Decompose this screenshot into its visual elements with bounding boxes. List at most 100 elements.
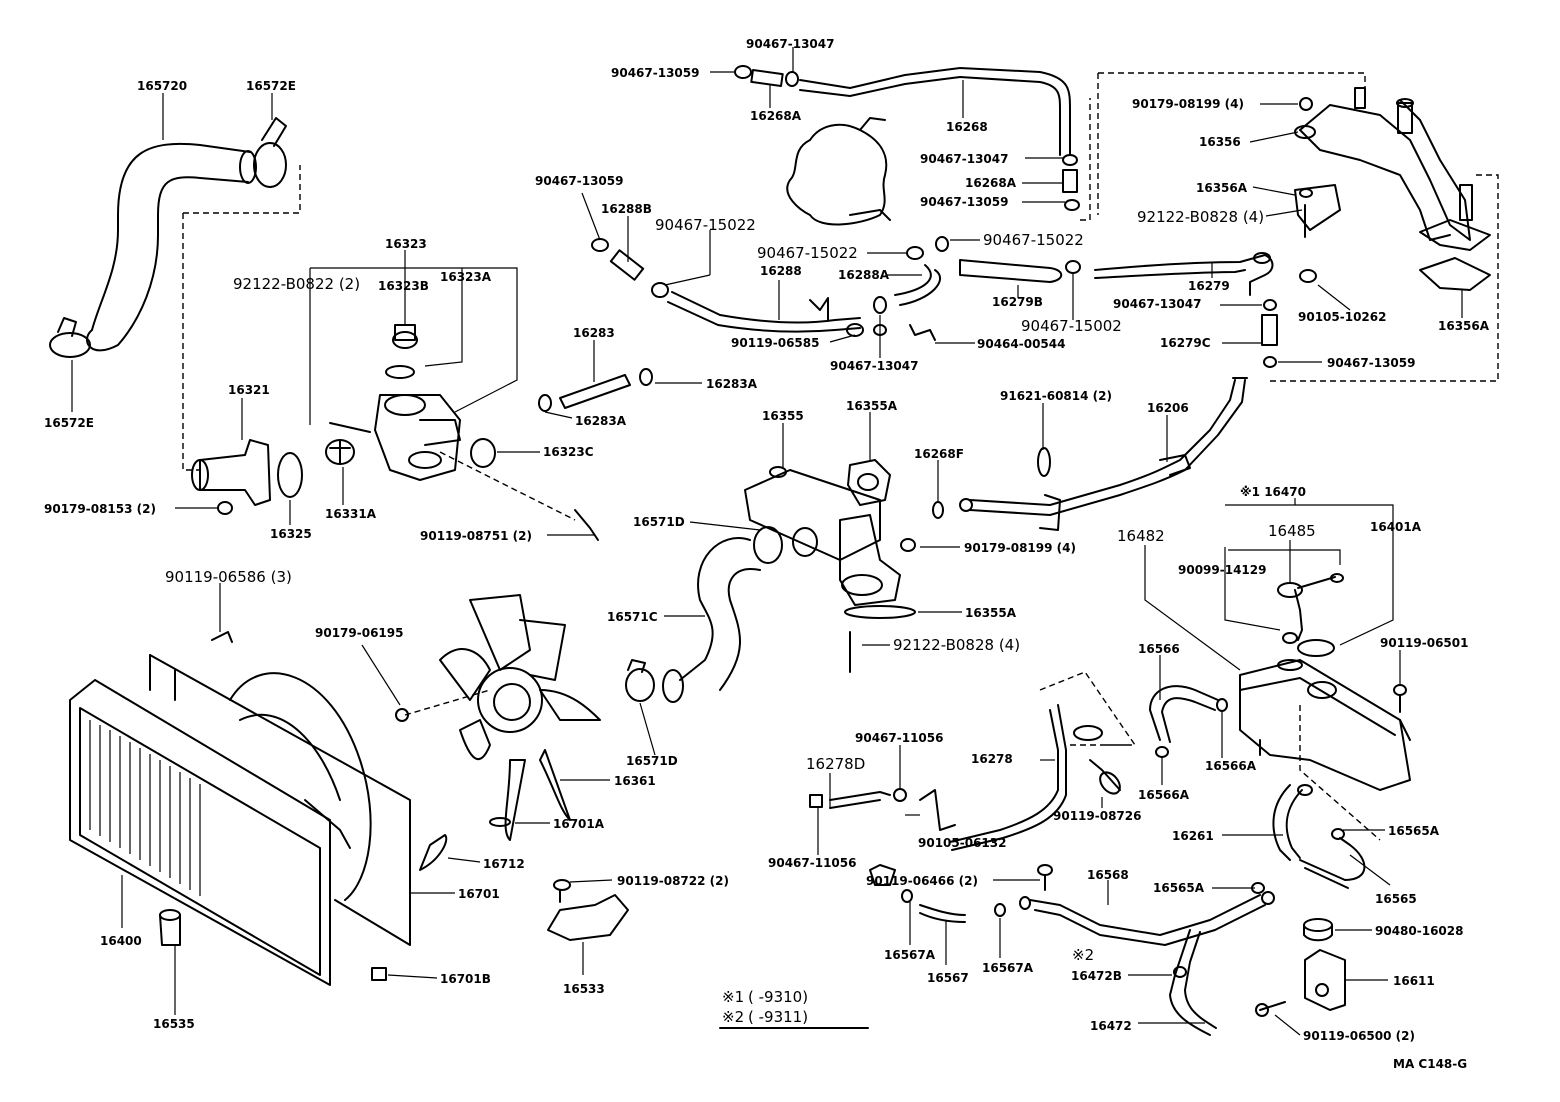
label-16325: 16325 xyxy=(270,527,312,541)
label-90467-15002: 90467-15002 xyxy=(1021,317,1122,335)
label-16206: 16206 xyxy=(1147,401,1189,415)
label-16701: 16701 xyxy=(458,887,500,901)
label-90467-13047-a: 90467-13047 xyxy=(746,37,834,51)
footnote-1-text: ( -9310) xyxy=(748,988,808,1006)
label-90119-06501: 90119-06501 xyxy=(1380,636,1468,650)
label-note2: ※2 xyxy=(1072,946,1094,964)
label-90467-13047-d: 90467-13047 xyxy=(1113,297,1201,311)
label-90119-08726: 90119-08726 xyxy=(1053,809,1141,823)
label-16566A-b: 16566A xyxy=(1138,788,1190,802)
radiator-assembly xyxy=(69,654,448,986)
label-90467-13059-a: 90467-13059 xyxy=(611,66,699,80)
label-16485: 16485 xyxy=(1268,522,1316,540)
label-92122-B0828-b: 92122-B0828 (4) xyxy=(893,636,1020,654)
label-90119-06585: 90119-06585 xyxy=(731,336,819,350)
label-90119-06500: 90119-06500 (2) xyxy=(1303,1029,1415,1043)
label-16323B: 16323B xyxy=(378,279,429,293)
bracket-16611 xyxy=(1255,918,1346,1017)
water-bypass-union xyxy=(1294,87,1491,291)
label-16565: 16565 xyxy=(1375,892,1417,906)
label-90467-13059-c: 90467-13059 xyxy=(535,174,623,188)
label-165720: 165720 xyxy=(137,79,187,93)
hose-16283 xyxy=(538,368,653,412)
label-90119-06586: 90119-06586 (3) xyxy=(165,568,292,586)
label-90119-08722: 90119-08722 (2) xyxy=(617,874,729,888)
label-90467-11056-b: 90467-11056 xyxy=(768,856,856,870)
label-16288B: 16288B xyxy=(601,202,652,216)
label-90467-15022-a: 90467-15022 xyxy=(655,216,756,234)
thermostat-housing-group xyxy=(191,324,599,541)
label-91621-60814: 91621-60814 (2) xyxy=(1000,389,1112,403)
label-16288A: 16288A xyxy=(838,268,890,282)
label-90467-13059-b: 90467-13059 xyxy=(920,195,1008,209)
label-16268A-a: 16268A xyxy=(750,109,802,123)
label-16356A-b: 16356A xyxy=(1438,319,1490,333)
label-90467-13059-d: 90467-13059 xyxy=(1327,356,1415,370)
label-90119-06466: 90119-06466 (2) xyxy=(866,874,978,888)
label-90179-08153: 90179-08153 (2) xyxy=(44,502,156,516)
label-16268A-b: 16268A xyxy=(965,176,1017,190)
label-16565A-b: 16565A xyxy=(1153,881,1205,895)
label-90467-13047-b: 90467-13047 xyxy=(920,152,1008,166)
label-90467-15022-c: 90467-15022 xyxy=(983,231,1084,249)
reservoir-tank xyxy=(1239,573,1411,791)
top-hoses xyxy=(734,65,1080,226)
label-16567: 16567 xyxy=(927,971,969,985)
label-16355A-top: 16355A xyxy=(846,399,898,413)
label-16571D-b: 16571D xyxy=(626,754,678,768)
label-90179-08199-b: 90179-08199 (4) xyxy=(964,541,1076,555)
label-16470: ※1 16470 xyxy=(1240,485,1306,499)
lower-radiator-hose xyxy=(625,526,783,703)
label-92122-B0828-a: 92122-B0828 (4) xyxy=(1137,208,1264,226)
diagram-code: MA C148-G xyxy=(1393,1057,1467,1071)
label-16283A-a: 16283A xyxy=(706,377,758,391)
shroud-bracket xyxy=(547,879,629,941)
label-16533: 16533 xyxy=(563,982,605,996)
label-16278D: 16278D xyxy=(806,755,865,773)
label-90119-08751: 90119-08751 (2) xyxy=(420,529,532,543)
label-16323A: 16323A xyxy=(440,270,492,284)
label-90467-13047-c: 90467-13047 xyxy=(830,359,918,373)
label-16568: 16568 xyxy=(1087,868,1129,882)
label-16261: 16261 xyxy=(1172,829,1214,843)
footnote-legend: ※1 ( -9310) ※2 ( -9311) xyxy=(719,988,869,1029)
water-pipe-16206 xyxy=(959,377,1248,531)
upper-radiator-hose xyxy=(49,117,287,358)
label-16355: 16355 xyxy=(762,409,804,423)
label-90480-16028: 90480-16028 xyxy=(1375,924,1463,938)
label-16279: 16279 xyxy=(1188,279,1230,293)
cooler-hoses xyxy=(809,685,1366,1036)
label-16283: 16283 xyxy=(573,326,615,340)
label-16356: 16356 xyxy=(1199,135,1241,149)
label-90464-00544: 90464-00544 xyxy=(977,337,1065,351)
label-16701B: 16701B xyxy=(440,972,491,986)
label-16321: 16321 xyxy=(228,383,270,397)
label-92122-B0822: 92122-B0822 (2) xyxy=(233,275,360,293)
label-16400: 16400 xyxy=(100,934,142,948)
label-16482: 16482 xyxy=(1117,527,1165,545)
label-16356A-a: 16356A xyxy=(1196,181,1248,195)
label-16323C: 16323C xyxy=(543,445,594,459)
label-16701A: 16701A xyxy=(553,817,605,831)
water-outlet xyxy=(744,459,944,673)
label-16611: 16611 xyxy=(1393,974,1435,988)
label-16572E-bottom: 16572E xyxy=(44,416,94,430)
label-16571C: 16571C xyxy=(607,610,658,624)
label-16566: 16566 xyxy=(1138,642,1180,656)
label-90179-06195: 90179-06195 xyxy=(315,626,403,640)
label-16472: 16472 xyxy=(1090,1019,1132,1033)
footnote-1-mark: ※1 xyxy=(722,988,744,1006)
label-16401A: 16401A xyxy=(1370,520,1422,534)
label-16565A-a: 16565A xyxy=(1388,824,1440,838)
label-16472B: 16472B xyxy=(1071,969,1122,983)
label-16535: 16535 xyxy=(153,1017,195,1031)
label-16566A-a: 16566A xyxy=(1205,759,1257,773)
label-90099-14129: 90099-14129 xyxy=(1178,563,1266,577)
label-16283A-b: 16283A xyxy=(575,414,627,428)
label-16712: 16712 xyxy=(483,857,525,871)
label-16268F: 16268F xyxy=(914,447,964,461)
label-16268: 16268 xyxy=(946,120,988,134)
label-16279B: 16279B xyxy=(992,295,1043,309)
label-90179-08199-a: 90179-08199 (4) xyxy=(1132,97,1244,111)
